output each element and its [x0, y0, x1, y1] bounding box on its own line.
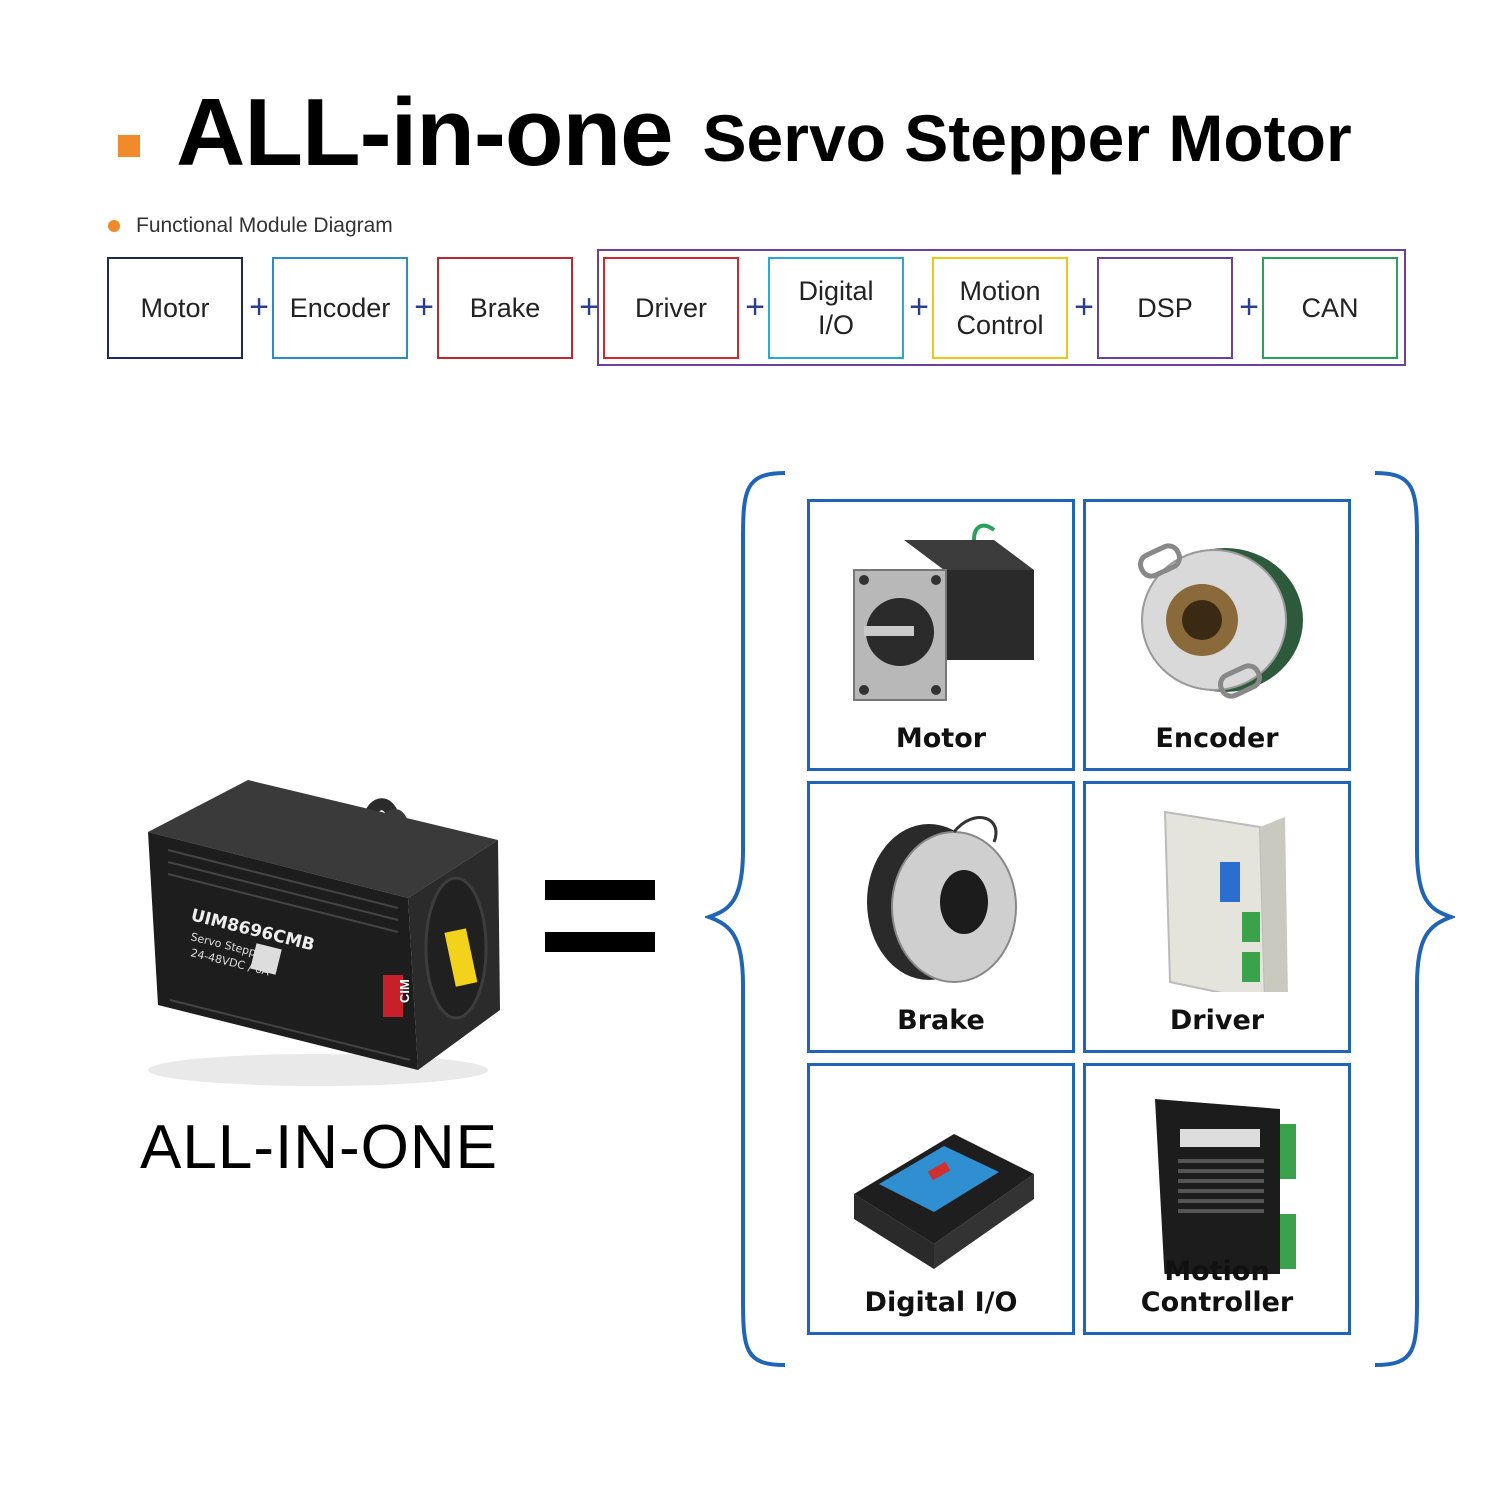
- component-label: Motion Controller: [1140, 1256, 1294, 1318]
- component-label: Digital I/O: [864, 1287, 1018, 1318]
- right-brace-icon: [1374, 471, 1455, 1367]
- diagram-caption: Functional Module Diagram: [108, 214, 393, 238]
- component-motor: Motor: [807, 499, 1075, 771]
- digital-io-icon: [854, 1134, 1034, 1269]
- motion-controller-icon: [1155, 1099, 1296, 1274]
- plus-sign: +: [1074, 288, 1094, 326]
- component-encoder: Encoder: [1083, 499, 1351, 771]
- plus-sign: +: [1239, 288, 1259, 326]
- module-encoder: Encoder: [272, 257, 408, 359]
- component-label: Encoder: [1155, 723, 1279, 754]
- diagram-label: Functional Module Diagram: [136, 214, 393, 237]
- plus-sign: +: [579, 288, 599, 326]
- component-motion-controller: Motion Controller: [1083, 1063, 1351, 1335]
- title-sub: Servo Stepper Motor: [702, 101, 1352, 175]
- encoder-icon: [1138, 543, 1303, 699]
- component-label: Motor: [895, 723, 987, 754]
- stepper-motor-icon: [853, 523, 1034, 701]
- module-digital-io: Digital I/O: [768, 257, 904, 359]
- component-label: Driver: [1169, 1005, 1265, 1036]
- plus-sign: +: [249, 288, 269, 326]
- title-bullet-icon: [118, 135, 140, 157]
- caption-dot-icon: [108, 220, 120, 232]
- all-in-one-label: ALL-IN-ONE: [140, 1113, 498, 1182]
- component-brake: Brake: [807, 781, 1075, 1053]
- title-main: ALL-in-one: [176, 79, 674, 186]
- module-motor: Motor: [107, 257, 243, 359]
- plus-sign: +: [745, 288, 765, 326]
- component-driver: Driver: [1083, 781, 1351, 1053]
- module-can: CAN: [1262, 257, 1398, 359]
- plus-sign: +: [414, 288, 434, 326]
- brake-icon: [867, 816, 1017, 983]
- plus-sign: +: [909, 288, 929, 326]
- component-digital-io: Digital I/O: [807, 1063, 1075, 1335]
- module-dsp: DSP: [1097, 257, 1233, 359]
- equals-icon: [545, 880, 655, 952]
- driver-icon: [1163, 810, 1288, 992]
- all-in-one-motor-image: CIM UIM8696CMB Servo Stepper 24-48VDC / …: [148, 780, 500, 1086]
- component-label: Brake: [897, 1005, 985, 1036]
- brand-mark: CIM: [397, 979, 412, 1003]
- left-brace-icon: [705, 471, 786, 1367]
- module-brake: Brake: [437, 257, 573, 359]
- module-driver: Driver: [603, 257, 739, 359]
- page-title: ALL-in-one Servo Stepper Motor: [118, 78, 1352, 188]
- module-motion-control: Motion Control: [932, 257, 1068, 359]
- integrated-group-frame: [597, 249, 1406, 366]
